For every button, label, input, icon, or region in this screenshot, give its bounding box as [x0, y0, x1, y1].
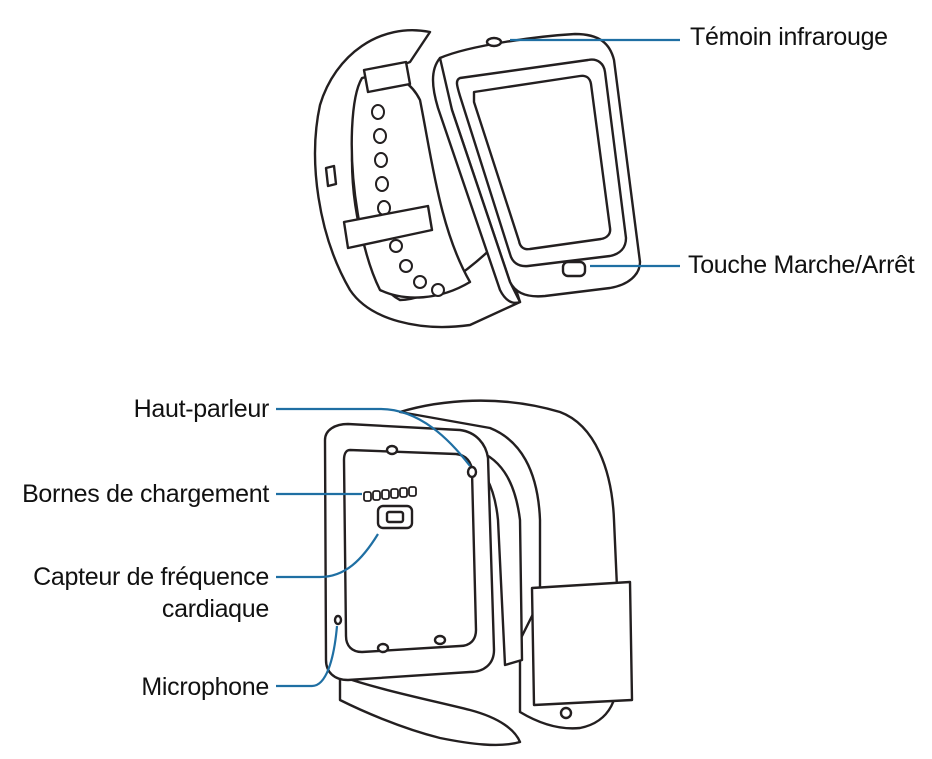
speaker-hole [466, 465, 478, 479]
watch-back-illustration [323, 399, 634, 747]
label-heart-rate-line1: Capteur de fréquence [33, 563, 269, 591]
microphone-hole [333, 614, 343, 626]
heart-rate-sensor-window [385, 510, 405, 524]
infrared-sensor [485, 36, 503, 48]
band-keeper [342, 204, 434, 250]
charging-contacts [363, 486, 417, 502]
watch-screen [472, 74, 612, 251]
band-clasp-top [362, 60, 412, 94]
band-hole-bottom [559, 706, 573, 720]
leader-microphone [276, 625, 339, 688]
back-pin-right [433, 634, 447, 646]
leader-heart-rate [276, 533, 379, 579]
label-charging-contacts: Bornes de chargement [22, 480, 269, 508]
side-detail [324, 164, 338, 188]
band-holes [371, 104, 445, 297]
back-band-lower [338, 674, 522, 747]
watch-body-side [431, 56, 522, 304]
power-key [561, 260, 587, 278]
leader-lines [276, 38, 680, 688]
label-heart-rate-line2: cardiaque [161, 595, 269, 623]
leader-speaker [276, 407, 471, 467]
label-microphone: Microphone [141, 673, 269, 701]
back-pin-left [376, 642, 390, 654]
watch-front-illustration [313, 29, 642, 329]
label-infrared: Témoin infrarouge [690, 23, 888, 51]
label-speaker: Haut-parleur [133, 395, 270, 423]
watch-back-panel [342, 448, 478, 654]
back-pin-top [385, 444, 399, 456]
label-power-key: Touche Marche/Arrêt [688, 251, 915, 279]
back-band-flap [530, 580, 634, 707]
